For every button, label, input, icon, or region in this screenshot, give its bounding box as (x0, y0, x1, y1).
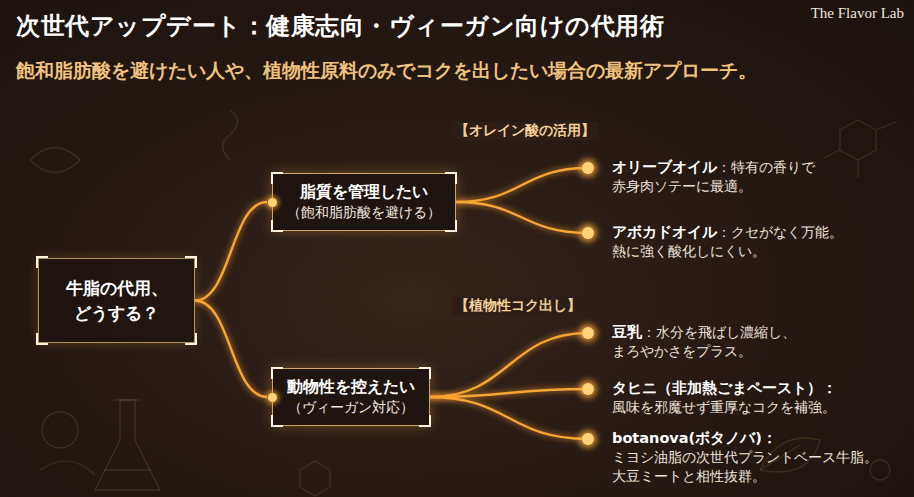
glow-dot (582, 383, 594, 395)
option-item: オリーブオイル：特有の香りで 赤身肉ソテーに最適。 (588, 157, 904, 197)
corner-bracket (419, 367, 431, 379)
option-item: タヒニ（非加熱ごまペースト）：風味を邪魔せず重厚なコクを補強。 (588, 378, 904, 417)
corner-bracket (185, 333, 197, 345)
corner-bracket (185, 256, 197, 268)
option-body: 風味を邪魔せず重厚なコクを補強。 (612, 399, 836, 415)
node-dot (268, 393, 277, 402)
brand-label: The Flavor Lab (811, 5, 904, 22)
corner-bracket (271, 220, 283, 232)
option-heading: botanova(ボタノバ)： (612, 428, 902, 448)
option-text: botanova(ボタノバ)：ミヨシ油脂の次世代プラントベース牛脂。 大豆ミート… (612, 428, 902, 487)
branch-line (430, 333, 588, 397)
corner-bracket (445, 172, 457, 184)
corner-bracket (271, 415, 283, 427)
option-heading: アボカドオイル (612, 224, 717, 240)
option-item: botanova(ボタノバ)：ミヨシ油脂の次世代プラントベース牛脂。 大豆ミート… (588, 428, 904, 487)
node-subtext: （ヴィーガン対応） (287, 398, 415, 418)
group-label: 【植物性コク出し】 (452, 297, 584, 315)
option-text: タヒニ（非加熱ごまペースト）：風味を邪魔せず重厚なコクを補強。 (612, 378, 902, 417)
node-heading: 動物性を控えたい (287, 376, 415, 398)
title: 次世代アップデート：健康志向・ヴィーガン向けの代用術 (16, 10, 664, 42)
corner-bracket (445, 220, 457, 232)
branch-line (430, 397, 588, 439)
option-heading: タヒニ（非加熱ごまペースト）： (612, 378, 902, 398)
corner-bracket (271, 172, 283, 184)
glow-dot (582, 227, 594, 239)
glow-dot (582, 327, 594, 339)
corner-bracket (271, 367, 283, 379)
branch-line (430, 389, 588, 397)
node-dot (268, 198, 277, 207)
group-label: 【オレイン酸の活用】 (452, 122, 598, 140)
branch-line (456, 202, 588, 233)
node-subtext: （飽和脂肪酸を避ける） (287, 203, 441, 223)
option-text: オリーブオイル：特有の香りで 赤身肉ソテーに最適。 (612, 157, 902, 197)
branch-line (195, 301, 267, 397)
corner-bracket (419, 415, 431, 427)
option-heading: 豆乳 (612, 324, 642, 340)
option-item: 豆乳：水分を飛ばし濃縮し、 まろやかさをプラス。 (588, 322, 904, 362)
root-box: 牛脂の代用、 どうする？ (38, 258, 195, 343)
branch-line (456, 168, 588, 202)
option-heading: オリーブオイル (612, 159, 717, 175)
glow-dot (582, 433, 594, 445)
node-heading: 脂質を管理したい (287, 181, 441, 203)
node-text: 牛脂の代用、 どうする？ (51, 276, 182, 325)
subtitle: 飽和脂肪酸を避けたい人や、植物性原料のみでコクを出したい場合の最新アプローチ。 (16, 58, 757, 84)
branch-line (195, 202, 267, 301)
branch-box: 脂質を管理したい（飽和脂肪酸を避ける） (272, 173, 456, 231)
option-text: アボカドオイル：クセがなく万能。 熱に強く酸化しにくい。 (612, 222, 902, 262)
option-body: ミヨシ油脂の次世代プラントベース牛脂。 大豆ミートと相性抜群。 (612, 449, 878, 484)
option-text: 豆乳：水分を飛ばし濃縮し、 まろやかさをプラス。 (612, 322, 902, 362)
glow-dot (582, 162, 594, 174)
branch-box: 動物性を控えたい（ヴィーガン対応） (272, 368, 430, 426)
corner-bracket (36, 256, 48, 268)
option-item: アボカドオイル：クセがなく万能。 熱に強く酸化しにくい。 (588, 222, 904, 262)
corner-bracket (36, 333, 48, 345)
